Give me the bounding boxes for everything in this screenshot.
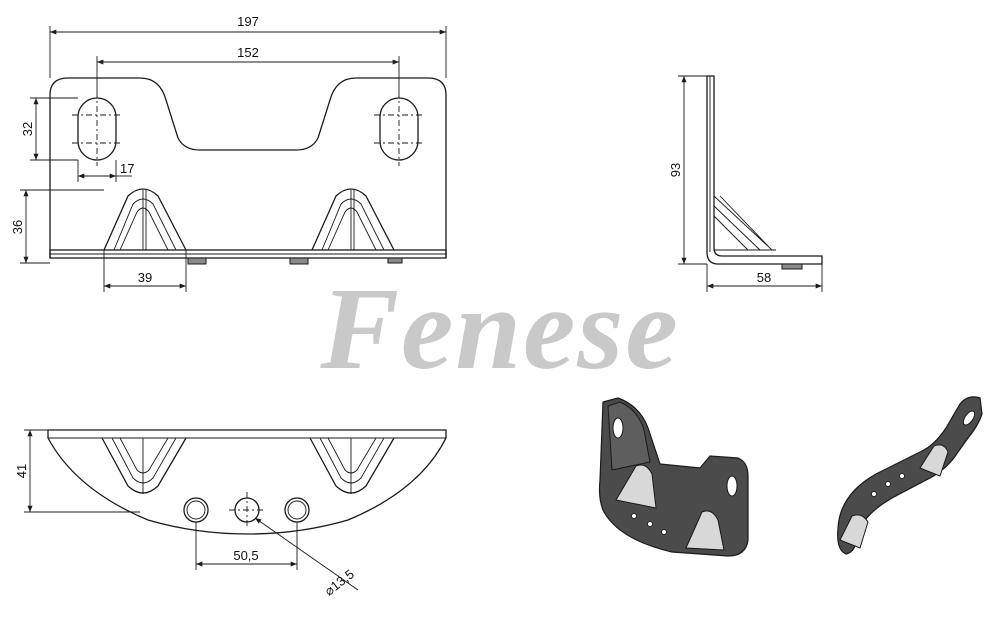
- dim-bottom-depth: 41: [14, 464, 29, 478]
- hole-left: [183, 497, 209, 523]
- bottom-left-gusset: [101, 437, 187, 494]
- bottom-plate-outline: [47, 429, 447, 535]
- foot: [187, 257, 207, 265]
- dim-hole-diameter: ⌀13,5: [322, 566, 357, 598]
- right-gusset: [311, 188, 395, 251]
- foot: [387, 257, 403, 264]
- dim-gusset-width: 39: [138, 270, 152, 285]
- front-plate-outline: [49, 77, 447, 258]
- front-view: [20, 26, 447, 292]
- iso-view-right: [837, 396, 983, 555]
- watermark: Fenese: [319, 263, 679, 394]
- dim-overall-width: 197: [237, 14, 259, 29]
- dim-slot-height: 32: [20, 122, 35, 136]
- dim-slot-width: 17: [120, 161, 134, 176]
- dim-side-height: 93: [668, 163, 683, 177]
- foot: [289, 257, 309, 265]
- bottom-view: [24, 429, 447, 591]
- left-gusset: [103, 188, 187, 251]
- dim-hole-spacing: 50,5: [233, 548, 258, 563]
- dim-base-height: 36: [10, 220, 25, 234]
- side-view: [678, 75, 823, 292]
- side-profile: [706, 75, 823, 265]
- bottom-right-gusset: [309, 437, 395, 494]
- foot: [781, 263, 803, 270]
- hole-right: [284, 497, 310, 523]
- dim-side-depth: 58: [757, 270, 771, 285]
- iso-view-left: [598, 397, 749, 557]
- dim-slot-spacing: 152: [237, 45, 259, 60]
